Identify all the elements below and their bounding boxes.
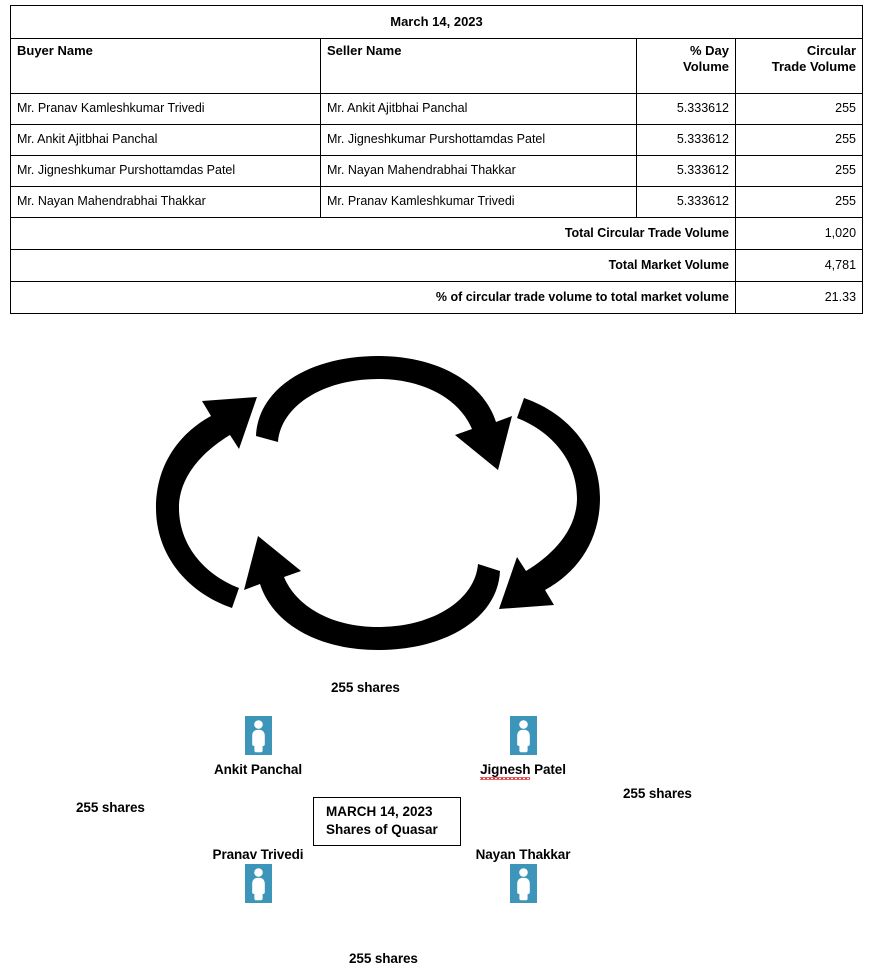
cell-seller: Mr. Jigneshkumar Purshottamdas Patel — [320, 124, 637, 156]
diagram-node-ankit: Ankit Panchal — [183, 716, 333, 778]
table-row: Mr. Ankit Ajitbhai Panchal Mr. Jigneshku… — [10, 124, 864, 156]
cell-buyer: Mr. Ankit Ajitbhai Panchal — [10, 124, 321, 156]
summary-row-total-circular-trade-volume: Total Circular Trade Volume 1,020 — [10, 217, 864, 250]
table-row: Mr. Pranav Kamleshkumar Trivedi Mr. Anki… — [10, 93, 864, 125]
circular-trade-diagram: Ankit Panchal Jignesh Patel Pranav Trive… — [0, 318, 870, 966]
summary-value: 4,781 — [734, 249, 864, 282]
spellcheck-underline: Jignesh — [480, 762, 531, 780]
table-row: Mr. Nayan Mahendrabhai Thakkar Mr. Prana… — [10, 186, 864, 218]
cell-pct: 5.333612 — [636, 124, 736, 156]
column-header-circular-trade-volume: Circular Trade Volume — [734, 38, 864, 94]
person-icon — [244, 864, 272, 903]
edge-label-nayan-to-pranav: 255 shares — [349, 951, 418, 966]
circular-trade-table-container: March 14, 2023 Buyer Name Seller Name % … — [9, 5, 864, 314]
arrow-ankit-to-jignesh — [256, 356, 512, 470]
person-icon — [509, 716, 537, 755]
diagram-center-caption: MARCH 14, 2023 Shares of Quasar — [313, 797, 461, 847]
cell-pct: 5.333612 — [636, 93, 736, 125]
cell-pct: 5.333612 — [636, 186, 736, 218]
cell-ctv: 255 — [734, 155, 864, 187]
diagram-node-nayan: Nayan Thakkar — [448, 846, 598, 908]
diagram-node-label-nayan: Nayan Thakkar — [475, 847, 571, 862]
table-header-row: Buyer Name Seller Name % Day Volume Circ… — [10, 38, 864, 94]
cell-pct: 5.333612 — [636, 155, 736, 187]
diagram-node-label-ankit: Ankit Panchal — [214, 762, 302, 777]
diagram-node-label-jignesh: Jignesh Patel — [448, 762, 598, 780]
column-header-seller-name: Seller Name — [320, 38, 637, 94]
cell-buyer: Mr. Pranav Kamleshkumar Trivedi — [10, 93, 321, 125]
summary-row-total-market-volume: Total Market Volume 4,781 — [10, 249, 864, 282]
column-header-pct-day-volume: % Day Volume — [636, 38, 736, 94]
person-icon — [509, 864, 537, 903]
arrow-nayan-to-pranav — [244, 536, 500, 650]
table-title-row: March 14, 2023 — [9, 5, 864, 39]
summary-label: Total Market Volume — [10, 249, 736, 282]
summary-value: 1,020 — [734, 217, 864, 250]
cell-buyer: Mr. Jigneshkumar Purshottamdas Patel — [10, 155, 321, 187]
circular-trade-table: March 14, 2023 Buyer Name Seller Name % … — [9, 5, 864, 314]
cell-ctv: 255 — [734, 186, 864, 218]
summary-row-pct-circular-to-market: % of circular trade volume to total mark… — [10, 281, 864, 314]
summary-label: Total Circular Trade Volume — [10, 217, 736, 250]
cell-seller: Mr. Ankit Ajitbhai Panchal — [320, 93, 637, 125]
cell-seller: Mr. Nayan Mahendrabhai Thakkar — [320, 155, 637, 187]
cell-seller: Mr. Pranav Kamleshkumar Trivedi — [320, 186, 637, 218]
edge-label-jignesh-to-nayan: 255 shares — [623, 786, 692, 801]
diagram-node-label-jignesh-rest: Patel — [530, 762, 566, 777]
table-row: Mr. Jigneshkumar Purshottamdas Patel Mr.… — [10, 155, 864, 187]
diagram-node-label-pranav: Pranav Trivedi — [212, 847, 304, 862]
arrow-pranav-to-ankit — [156, 397, 257, 608]
diagram-node-pranav: Pranav Trivedi — [183, 846, 333, 908]
table-title: March 14, 2023 — [9, 5, 864, 39]
column-header-circular-trade-volume-line2: Trade Volume — [771, 59, 857, 75]
column-header-pct-day-volume-line1: % Day — [689, 43, 729, 58]
column-header-buyer-name: Buyer Name — [10, 38, 321, 94]
diagram-node-jignesh: Jignesh Patel — [448, 716, 598, 780]
column-header-pct-day-volume-line2: Volume — [683, 59, 729, 75]
cell-ctv: 255 — [734, 124, 864, 156]
diagram-arrows — [156, 356, 600, 650]
person-icon — [244, 716, 272, 755]
edge-label-pranav-to-ankit: 255 shares — [76, 800, 145, 815]
diagram-center-caption-line1: MARCH 14, 2023 — [326, 804, 433, 819]
arrow-jignesh-to-nayan — [499, 398, 600, 609]
column-header-circular-trade-volume-line1: Circular — [806, 43, 857, 58]
summary-label: % of circular trade volume to total mark… — [10, 281, 736, 314]
cell-ctv: 255 — [734, 93, 864, 125]
cell-buyer: Mr. Nayan Mahendrabhai Thakkar — [10, 186, 321, 218]
diagram-center-caption-line2: Shares of Quasar — [326, 822, 438, 838]
summary-value: 21.33 — [734, 281, 864, 314]
